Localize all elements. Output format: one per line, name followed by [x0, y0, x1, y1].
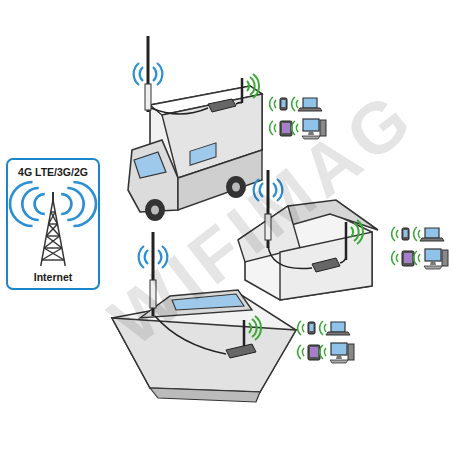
- tower-icon: [8, 160, 98, 288]
- network-box: 4G LTE/3G/2G Internet: [6, 158, 100, 290]
- house: [238, 170, 448, 300]
- network-caption: Internet: [12, 271, 94, 283]
- boat: [112, 232, 354, 402]
- watermark: WIFIMAG: [94, 74, 430, 361]
- motorhome: [128, 36, 326, 221]
- network-title: 4G LTE/3G/2G: [12, 166, 94, 178]
